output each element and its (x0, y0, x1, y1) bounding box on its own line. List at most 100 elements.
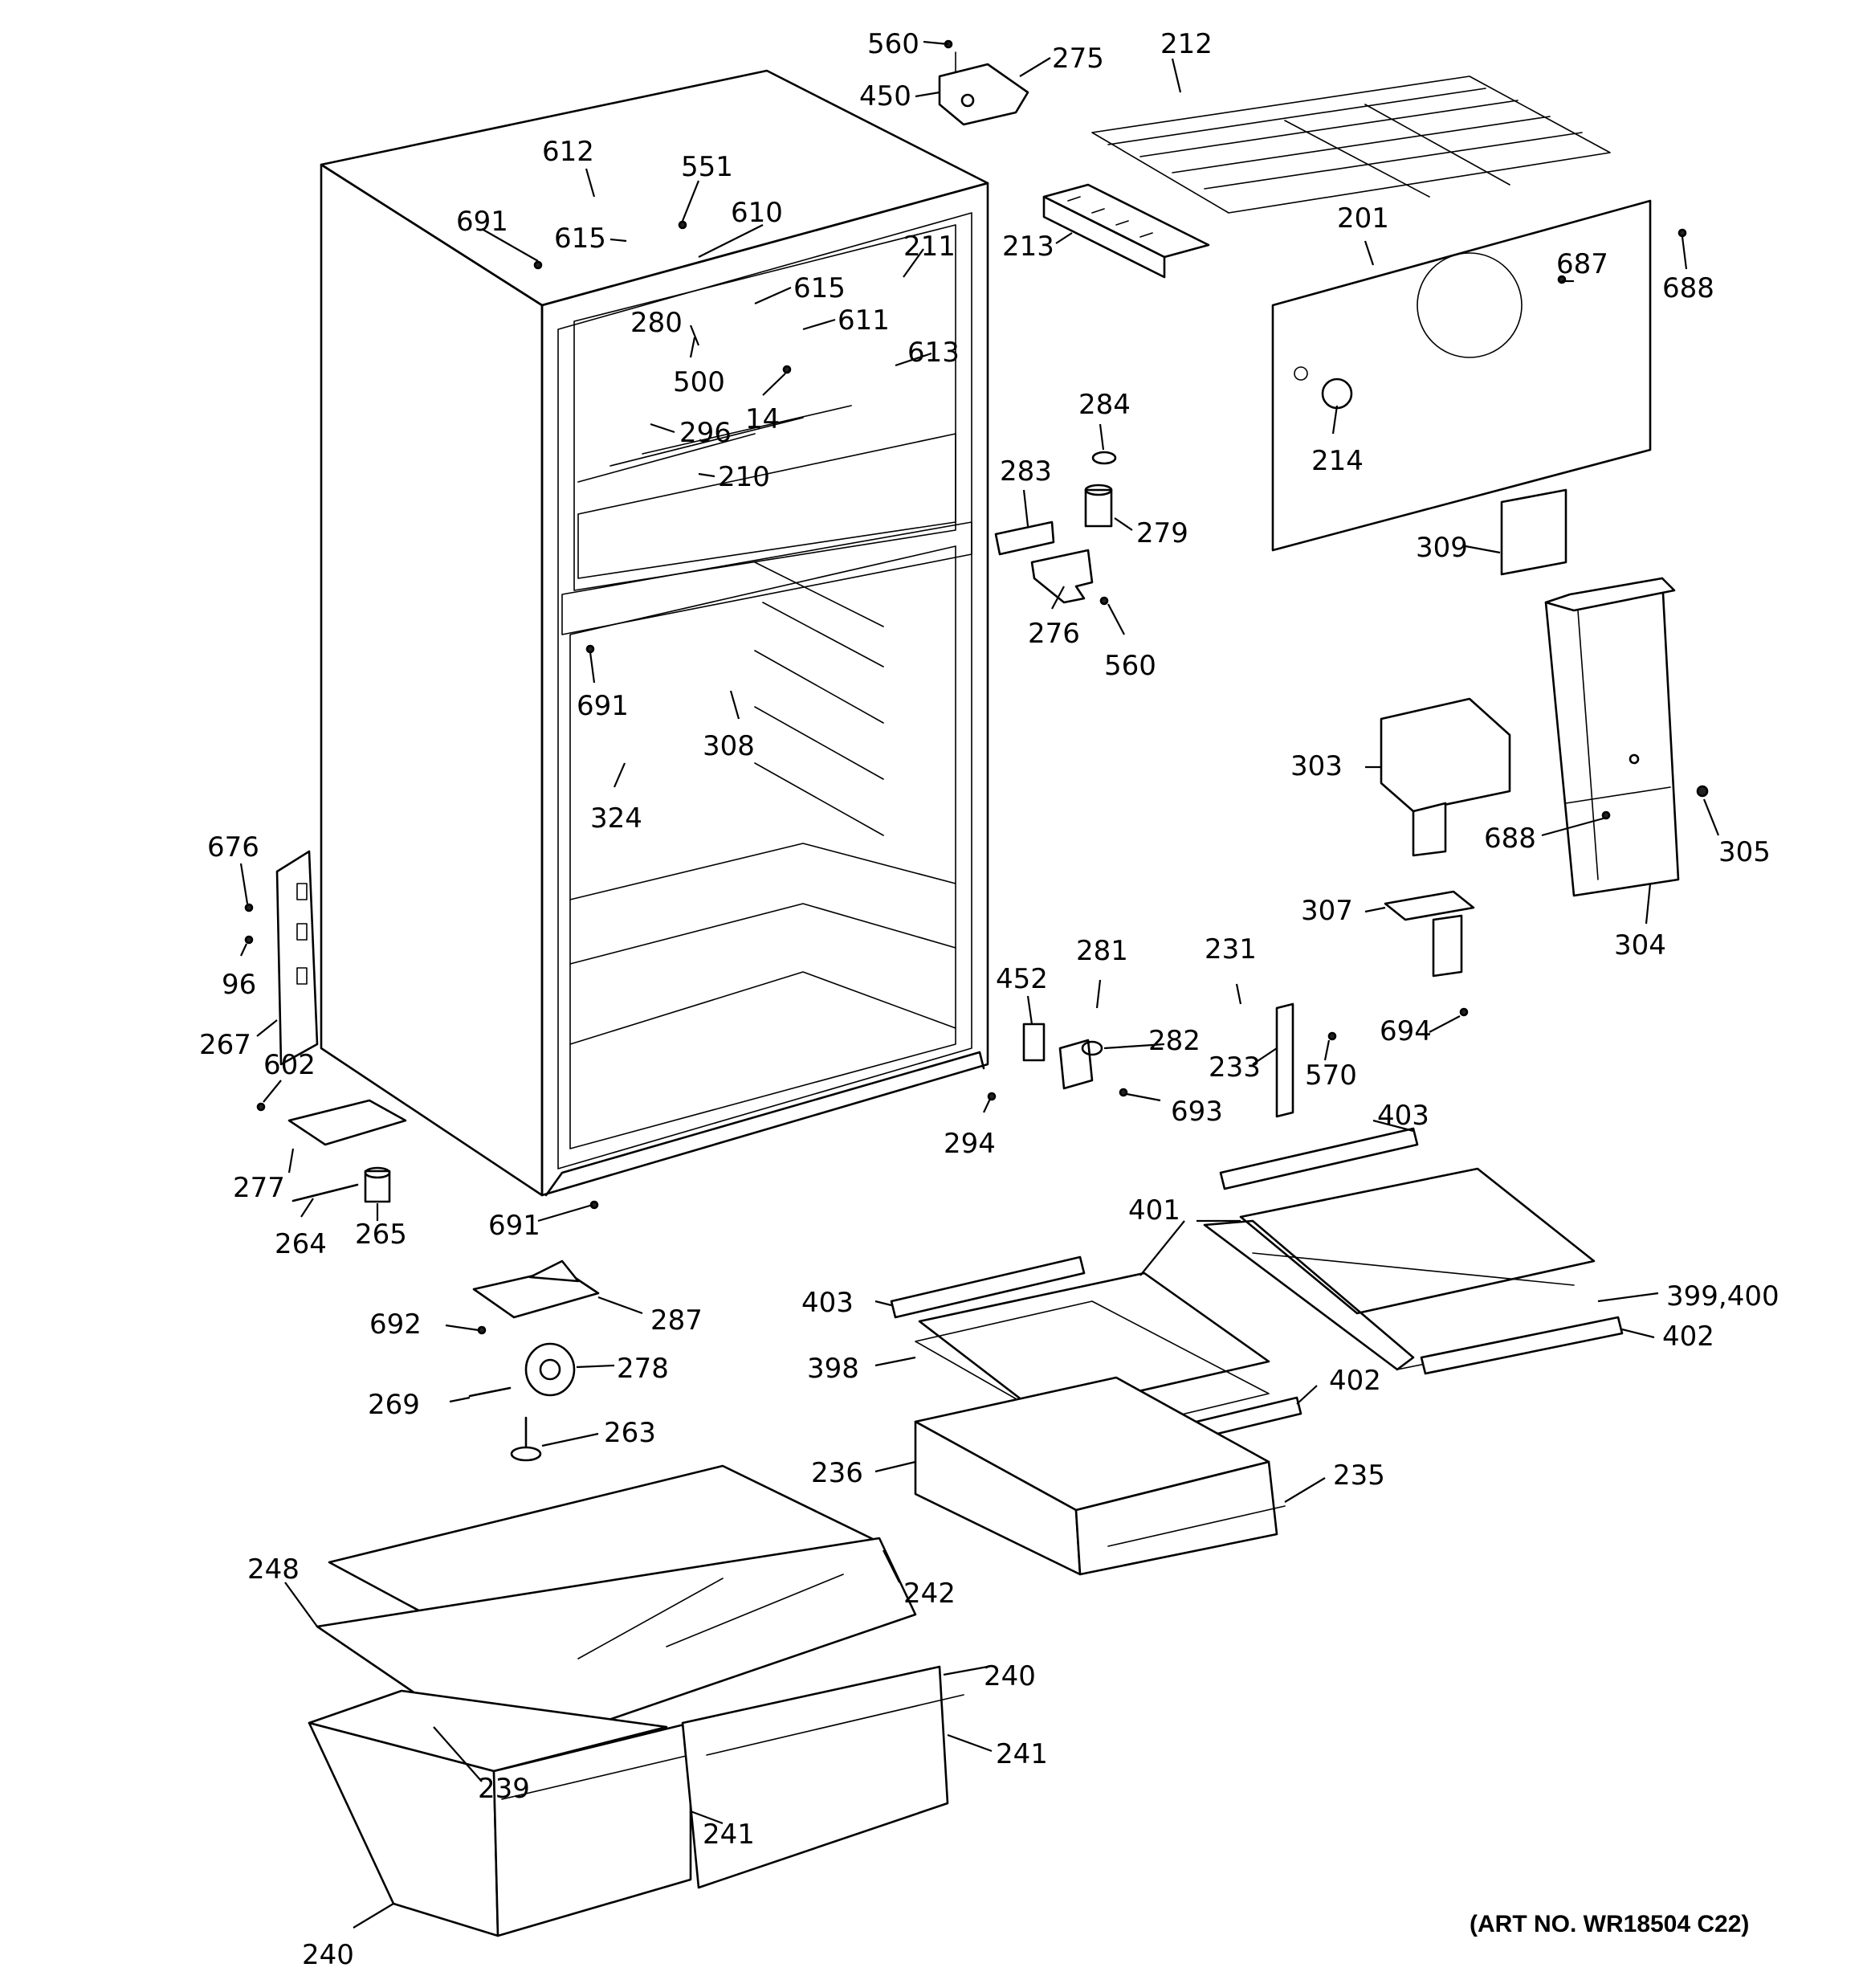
leveling-screw-drawing (510, 1416, 542, 1462)
callout-265: 265 (355, 1219, 407, 1251)
callout-96: 96 (222, 969, 256, 1001)
callout-401: 401 (1128, 1194, 1180, 1227)
right-crisper-drawer-drawing (681, 1665, 964, 1889)
callout-201: 201 (1337, 202, 1389, 235)
door-stop-drawing (1275, 1002, 1294, 1118)
callout-688: 688 (1662, 272, 1714, 304)
leader-lines (239, 40, 1720, 1929)
callout-399-400: 399,400 (1666, 1280, 1779, 1312)
roller-wheel-drawing (524, 1342, 576, 1397)
art-number: (ART NO. WR18504 C22) (1470, 1911, 1749, 1937)
callout-14: 14 (745, 403, 780, 435)
freezer-wire-shelf-drawing (1091, 76, 1611, 214)
callout-551: 551 (681, 151, 733, 183)
callout-264: 264 (275, 1228, 327, 1260)
callout-212: 212 (1160, 28, 1213, 60)
callout-305: 305 (1718, 836, 1771, 868)
callout-277: 277 (233, 1172, 285, 1204)
callout-296: 296 (679, 417, 732, 449)
callout-231: 231 (1205, 933, 1257, 965)
callout-240: 240 (302, 1939, 354, 1971)
callout-611: 611 (838, 304, 890, 337)
callout-615: 615 (793, 272, 846, 304)
hinge-pin-drawing (1084, 451, 1117, 528)
callout-560: 560 (1104, 650, 1156, 682)
left-crisper-drawer-drawing (308, 1689, 707, 1937)
callout-676: 676 (207, 831, 259, 863)
callout-278: 278 (617, 1353, 669, 1385)
shelf-trim-2-drawing (890, 1255, 1086, 1319)
callout-294: 294 (944, 1128, 996, 1160)
ice-tray-drawing (1042, 183, 1210, 279)
evaporator-cover-drawing (1271, 199, 1652, 552)
rod-drawing (291, 1183, 359, 1202)
damper-drawing (1380, 697, 1511, 857)
side-bracket-drawing (275, 850, 319, 1066)
callout-241: 241 (996, 1738, 1048, 1770)
callout-612: 612 (542, 136, 594, 168)
callout-283: 283 (1000, 455, 1052, 488)
callout-labels: 560 275 212 450 612 551 691 615 610 211 … (199, 28, 1779, 1971)
roller-drawing (364, 1166, 391, 1203)
callout-402: 402 (1662, 1321, 1714, 1353)
callout-213: 213 (1002, 231, 1054, 263)
upper-shelf-drawing (1203, 1167, 1599, 1371)
base-bracket-drawing (287, 1099, 407, 1146)
callout-398: 398 (807, 1353, 859, 1385)
callout-248: 248 (247, 1553, 300, 1586)
callout-269: 269 (368, 1389, 420, 1421)
callout-276: 276 (1028, 618, 1080, 650)
callout-236: 236 (811, 1457, 863, 1489)
callout-615: 615 (554, 222, 606, 255)
callout-214: 214 (1311, 445, 1364, 477)
air-duct-drawing (1544, 577, 1680, 897)
axle-drawing (468, 1386, 512, 1398)
callout-280: 280 (630, 307, 683, 339)
callout-570: 570 (1305, 1059, 1357, 1092)
callout-694: 694 (1380, 1015, 1432, 1047)
callout-688: 688 (1484, 823, 1536, 855)
meat-pan-drawing (914, 1376, 1286, 1576)
line-art (244, 39, 1709, 1937)
callout-610: 610 (731, 197, 783, 229)
callout-452: 452 (996, 963, 1048, 995)
hinge-shim-drawing (1022, 1023, 1046, 1062)
callout-241: 241 (703, 1819, 755, 1851)
callout-282: 282 (1148, 1025, 1201, 1057)
callout-281: 281 (1076, 935, 1128, 967)
callout-304: 304 (1614, 929, 1666, 961)
callout-242: 242 (903, 1578, 956, 1610)
middle-shelf-drawing (915, 1272, 1270, 1439)
shelf-trim-drawing (1219, 1127, 1419, 1190)
control-drawing (1384, 890, 1475, 978)
label-309-drawing (1500, 488, 1567, 576)
lower-hinge-drawing (1058, 1039, 1103, 1090)
shelf-edge-2-drawing (1420, 1316, 1624, 1375)
callout-500: 500 (673, 366, 725, 398)
callout-279: 279 (1136, 517, 1188, 549)
callout-267: 267 (199, 1029, 251, 1061)
callout-303: 303 (1290, 750, 1343, 782)
callout-691: 691 (456, 206, 508, 238)
callout-691: 691 (488, 1210, 540, 1242)
callout-233: 233 (1209, 1051, 1261, 1084)
callout-287: 287 (650, 1304, 703, 1337)
callout-263: 263 (604, 1417, 656, 1449)
callout-602: 602 (263, 1049, 316, 1081)
center-hinge-drawing (994, 520, 1094, 604)
callout-235: 235 (1333, 1459, 1385, 1492)
callout-402: 402 (1329, 1365, 1381, 1397)
callout-692: 692 (369, 1308, 422, 1341)
callout-324: 324 (590, 802, 642, 835)
callout-284: 284 (1078, 389, 1131, 421)
cabinet-drawing (320, 69, 989, 1197)
callout-240: 240 (984, 1660, 1036, 1692)
callout-613: 613 (907, 337, 960, 369)
callout-239: 239 (478, 1773, 530, 1805)
callout-691: 691 (577, 690, 629, 722)
callout-403: 403 (1377, 1100, 1429, 1132)
callout-560: 560 (867, 28, 919, 60)
callout-210: 210 (718, 461, 770, 493)
callout-308: 308 (703, 730, 755, 762)
